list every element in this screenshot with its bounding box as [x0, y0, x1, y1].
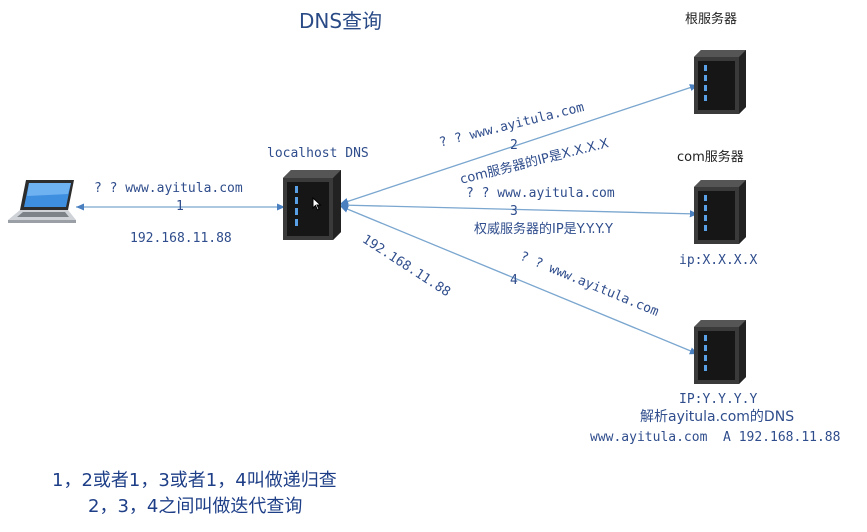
note-recursive: 1，2或者1，3或者1，4叫做递归查: [52, 470, 337, 491]
laptop-icon: [6, 176, 78, 234]
arrow-localdns-root: [339, 84, 699, 205]
arrow-localdns-com: [339, 201, 699, 218]
edge1-query: ? ? www.ayitula.com: [94, 181, 243, 196]
arrow-localdns-auth: [339, 205, 699, 355]
diagram-title: DNS查询: [299, 9, 383, 33]
com-server-icon: [694, 180, 746, 248]
edge1-answer: 192.168.11.88: [130, 231, 232, 246]
auth-server-icon: [694, 320, 746, 388]
auth-server-record: www.ayitula.com A 192.168.11.88: [590, 430, 841, 445]
edge3-number: 3: [510, 204, 518, 219]
localdns-label: localhost DNS: [267, 146, 369, 161]
note-iterative: 2，3，4之间叫做迭代查询: [88, 496, 303, 517]
root-server-label: 根服务器: [685, 12, 738, 27]
auth-server-ip: IP:Y.Y.Y.Y: [679, 392, 758, 407]
edge4-number: 4: [510, 273, 518, 288]
com-server-label: com服务器: [677, 150, 744, 165]
edge1-number: 1: [176, 199, 184, 214]
root-server-icon: [694, 50, 746, 118]
edge3-answer: 权威服务器的IP是Y.Y.Y.Y: [474, 222, 613, 237]
mouse-cursor-icon: [312, 196, 322, 215]
edge3-query: ? ? www.ayitula.com: [466, 186, 615, 201]
com-server-ip: ip:X.X.X.X: [679, 253, 758, 268]
localdns-server-icon: [283, 170, 341, 244]
edge2-number: 2: [510, 138, 518, 153]
auth-server-resolve: 解析ayitula.com的DNS: [640, 409, 795, 425]
